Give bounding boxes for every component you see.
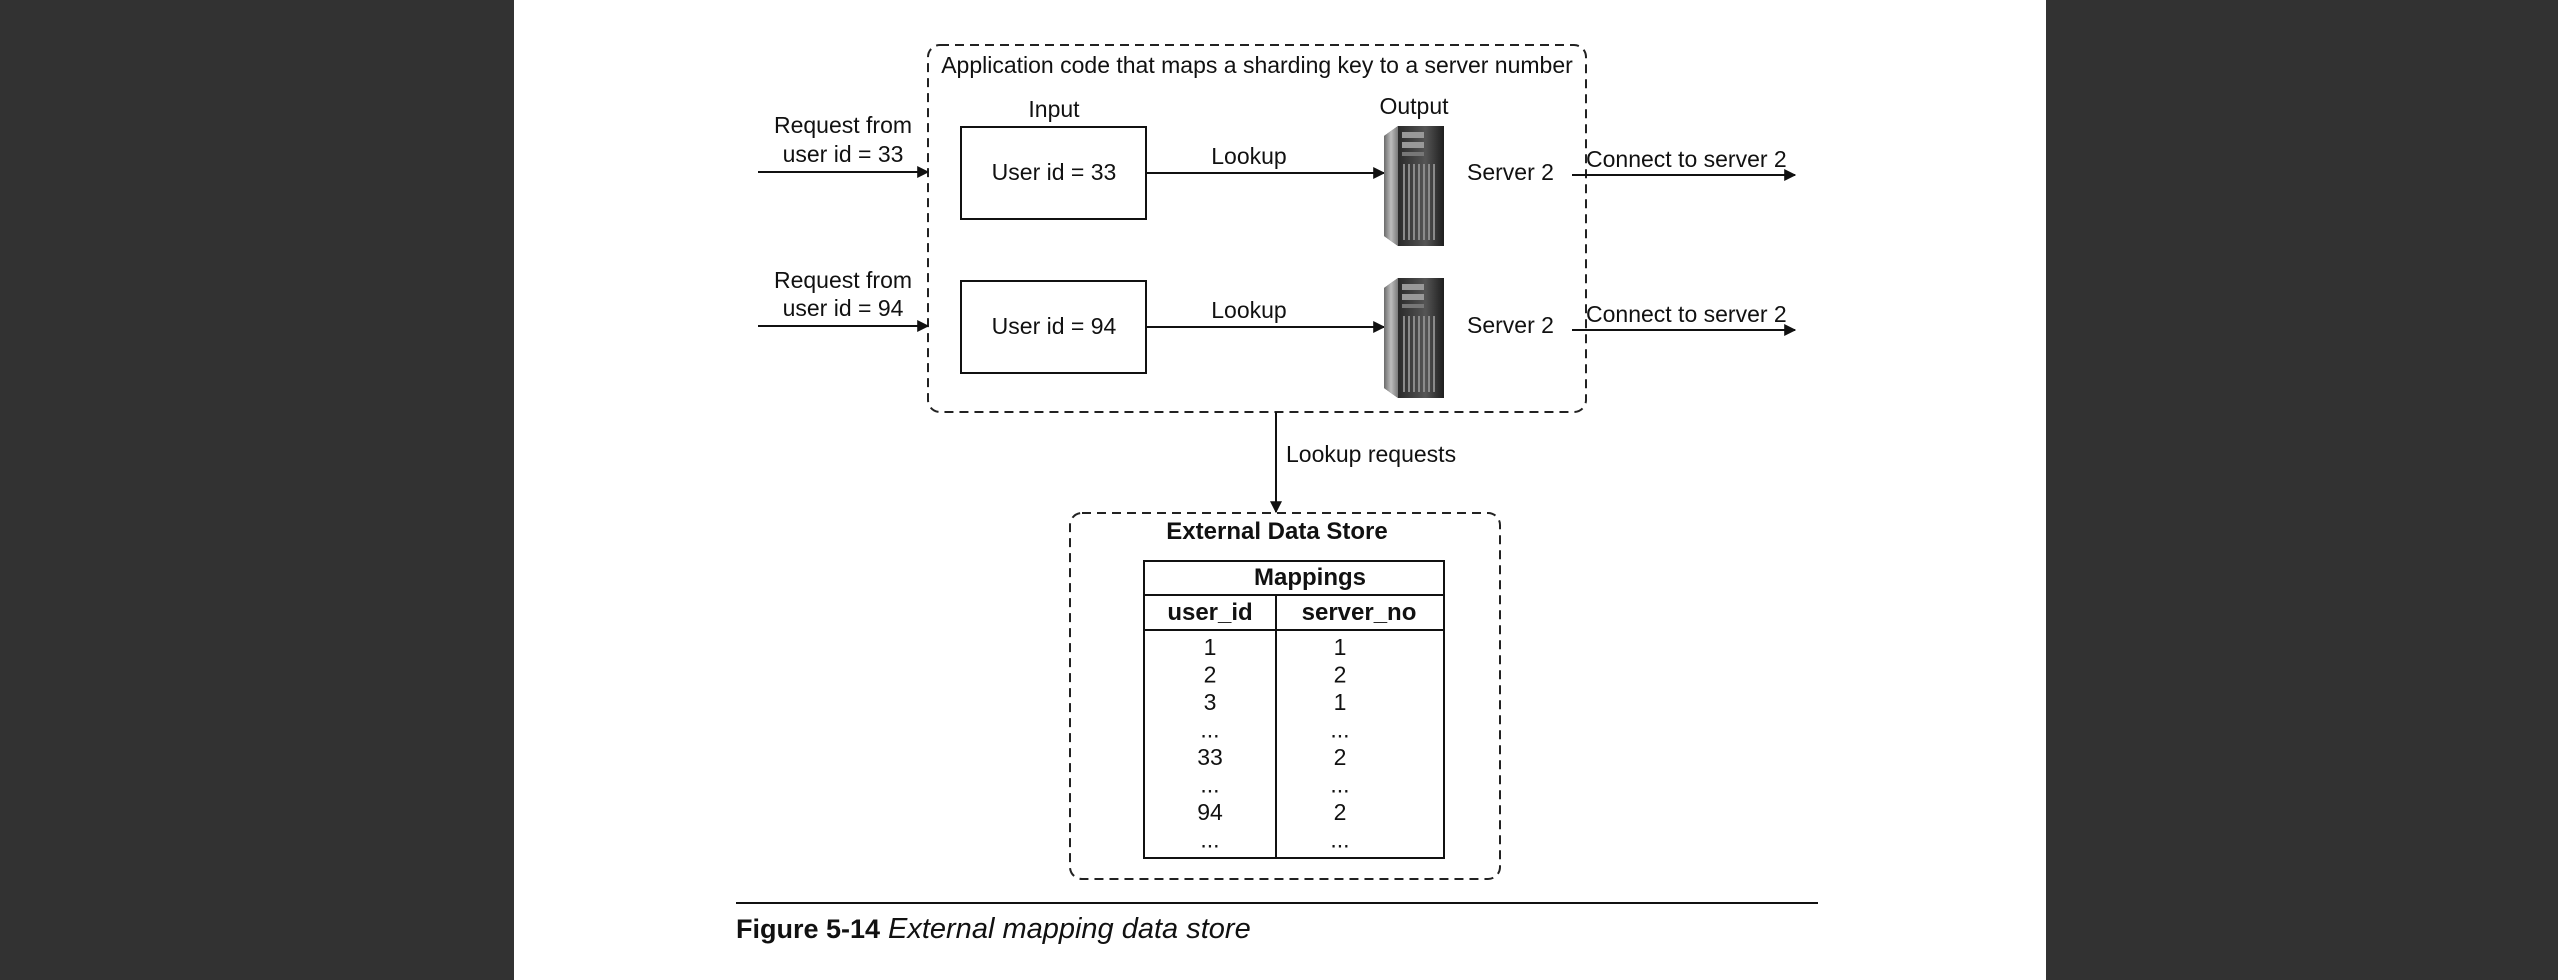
request-label-line1: Request from bbox=[774, 112, 912, 138]
book-page: Application code that maps a sharding ke… bbox=[514, 0, 2046, 980]
request-label-line1: Request from bbox=[774, 267, 912, 293]
lookup-requests-label: Lookup requests bbox=[1286, 441, 1456, 467]
request-label-line2: user id = 33 bbox=[783, 141, 904, 167]
data-store-box bbox=[1069, 512, 1501, 880]
table-row: 94 2 bbox=[1197, 799, 1346, 825]
request-row-33: Request from user id = 33 User id = 33 L… bbox=[758, 112, 1797, 247]
data-store-title: External Data Store bbox=[1166, 518, 1387, 545]
server-icon bbox=[1384, 277, 1444, 399]
user-id-cell: 94 bbox=[1197, 799, 1223, 825]
input-box-text: User id = 33 bbox=[992, 159, 1117, 185]
user-id-cell: ... bbox=[1200, 772, 1219, 798]
table-row: ...... bbox=[1200, 772, 1349, 798]
server-no-cell: 2 bbox=[1334, 799, 1347, 825]
column-header: server_no bbox=[1302, 599, 1417, 626]
connect-label: Connect to server 2 bbox=[1586, 301, 1787, 327]
table-row: ...... bbox=[1200, 827, 1349, 853]
user-id-cell: 33 bbox=[1197, 744, 1223, 770]
user-id-cell: ... bbox=[1200, 717, 1219, 743]
server-label: Server 2 bbox=[1467, 312, 1554, 338]
sharding-diagram: Application code that maps a sharding ke… bbox=[736, 44, 1818, 945]
server-no-cell: 2 bbox=[1334, 662, 1347, 688]
output-header: Output bbox=[1379, 93, 1449, 119]
request-row-94: Request from user id = 94 User id = 94 L… bbox=[758, 267, 1797, 399]
app-code-title: Application code that maps a sharding ke… bbox=[941, 52, 1573, 78]
input-header: Input bbox=[1028, 96, 1080, 122]
lookup-label: Lookup bbox=[1211, 297, 1286, 323]
server-no-cell: 1 bbox=[1334, 689, 1347, 715]
server-label: Server 2 bbox=[1467, 159, 1554, 185]
column-header: user_id bbox=[1167, 599, 1252, 626]
input-box-text: User id = 94 bbox=[992, 313, 1117, 339]
table-row: ...... bbox=[1200, 717, 1349, 743]
table-row: 33 2 bbox=[1197, 744, 1346, 770]
figure-number: Figure 5-14 bbox=[736, 914, 880, 944]
server-no-cell: ... bbox=[1330, 717, 1349, 743]
server-no-cell: 1 bbox=[1334, 634, 1347, 660]
connect-label: Connect to server 2 bbox=[1586, 146, 1787, 172]
table-title: Mappings bbox=[1254, 564, 1366, 591]
user-id-cell: 3 bbox=[1204, 689, 1217, 715]
server-no-cell: 2 bbox=[1334, 744, 1347, 770]
app-code-box bbox=[927, 44, 1587, 413]
user-id-cell: 2 bbox=[1204, 662, 1217, 688]
lookup-label: Lookup bbox=[1211, 143, 1286, 169]
table-border bbox=[1143, 560, 1445, 859]
request-label-line2: user id = 94 bbox=[783, 295, 904, 321]
figure-caption: External mapping data store bbox=[888, 913, 1251, 945]
server-no-cell: ... bbox=[1330, 772, 1349, 798]
user-id-cell: 1 bbox=[1204, 634, 1217, 660]
server-no-cell: ... bbox=[1330, 827, 1349, 853]
server-icon bbox=[1384, 125, 1444, 247]
user-id-cell: ... bbox=[1200, 827, 1219, 853]
